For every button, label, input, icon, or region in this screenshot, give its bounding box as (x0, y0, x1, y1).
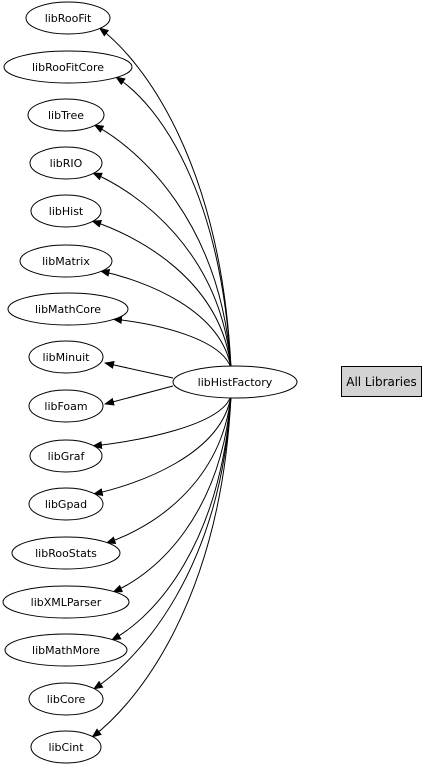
node-libRooFitCore-shape (3, 50, 133, 84)
node-libFoam[interactable]: libFoam (28, 389, 104, 423)
node-libGpad-shape (28, 487, 104, 521)
node-libGraf[interactable]: libGraf (29, 439, 103, 473)
node-libRooFit-shape (25, 1, 111, 35)
node-libHist-label: libHist (49, 205, 84, 218)
node-libRooFitCore[interactable]: libRooFitCore (3, 50, 133, 84)
edge-libGpad (92, 395, 232, 496)
node-libMathMore-label: libMathMore (32, 644, 100, 657)
edge-libTree (93, 124, 232, 369)
node-libRooStats-shape (11, 536, 121, 570)
node-libHist-shape (30, 194, 102, 228)
node-libCint[interactable]: libCint (30, 730, 102, 764)
node-libMinuit-shape (28, 340, 104, 374)
node-libGpad[interactable]: libGpad (28, 487, 104, 521)
edge-libHist (91, 219, 232, 369)
node-libXMLParser[interactable]: libXMLParser (2, 585, 130, 619)
edge-libMathMore (110, 395, 232, 641)
node-libCint-label: libCint (48, 741, 84, 754)
edge-libMathCore (112, 315, 232, 369)
node-libMatrix-label: libMatrix (42, 255, 90, 268)
node-libTree-label: libTree (48, 109, 84, 122)
node-libCore-label: libCore (47, 693, 86, 706)
node-libMathMore[interactable]: libMathMore (4, 633, 128, 667)
node-libRooStats[interactable]: libRooStats (11, 536, 121, 570)
edge-libMatrix (99, 268, 232, 369)
node-libRooFit-label: libRooFit (45, 12, 92, 25)
node-libGraf-shape (29, 439, 103, 473)
node-libTree[interactable]: libTree (27, 98, 105, 132)
edge-libRooStats (105, 395, 232, 545)
node-libMinuit-label: libMinuit (43, 351, 91, 364)
node-libGpad-label: libGpad (45, 498, 87, 511)
node-libMatrix[interactable]: libMatrix (19, 244, 113, 278)
node-libFoam-shape (28, 389, 104, 423)
node-libXMLParser-shape (2, 585, 130, 619)
node-libHist[interactable]: libHist (30, 194, 102, 228)
all-libraries-button[interactable]: All Libraries (341, 366, 422, 397)
node-libTree-shape (27, 98, 105, 132)
edge-libCore (92, 395, 232, 690)
node-libMathCore-label: libMathCore (35, 303, 101, 316)
edge-libMinuit (104, 361, 174, 379)
node-libMathMore-shape (4, 633, 128, 667)
edge-libXMLParser (112, 395, 232, 593)
node-libFoam-label: libFoam (44, 400, 87, 413)
edge-libGraf (92, 395, 232, 449)
node-center[interactable]: libHistFactory (172, 365, 298, 399)
node-libRooFit[interactable]: libRooFit (25, 1, 111, 35)
node-libRIO-shape (29, 146, 103, 180)
edge-libCint (91, 395, 232, 738)
node-libRIO[interactable]: libRIO (29, 146, 103, 180)
edge-libRooFit (98, 27, 232, 369)
node-libXMLParser-label: libXMLParser (31, 596, 102, 609)
node-libRIO-label: libRIO (50, 157, 83, 170)
node-center-label: libHistFactory (198, 376, 273, 389)
edge-libRooFitCore (115, 76, 232, 369)
node-libRooFitCore-label: libRooFitCore (32, 61, 104, 74)
edge-libFoam (104, 385, 174, 406)
node-libGraf-label: libGraf (48, 450, 86, 463)
edge-libRIO (92, 172, 232, 369)
node-libCint-shape (30, 730, 102, 764)
node-libMathCore-shape (7, 292, 129, 326)
node-libMathCore[interactable]: libMathCore (7, 292, 129, 326)
node-libRooStats-label: libRooStats (35, 547, 97, 560)
node-libMinuit[interactable]: libMinuit (28, 340, 104, 374)
node-center-shape (172, 365, 298, 399)
node-libMatrix-shape (19, 244, 113, 278)
node-libCore-shape (28, 682, 104, 716)
node-libCore[interactable]: libCore (28, 682, 104, 716)
